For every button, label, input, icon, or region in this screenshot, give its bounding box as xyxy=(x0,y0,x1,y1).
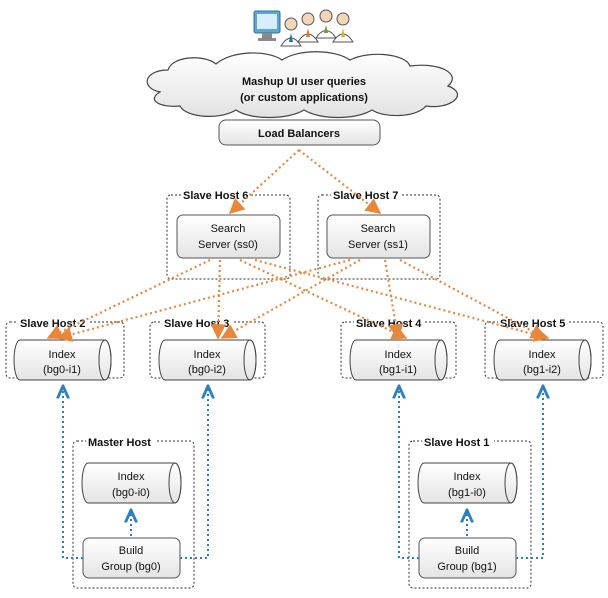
ss1-line1: Search xyxy=(361,223,396,235)
user-queries-cloud: Mashup UI user queries (or custom applic… xyxy=(146,51,458,119)
index-bg0-i0: Index (bg0-i0) xyxy=(81,462,182,504)
build-bg1-line2: Group (bg1) xyxy=(437,561,496,573)
index-bg1-i1-line2: (bg1-i1) xyxy=(379,364,417,376)
index-bg1-i0-line1: Index xyxy=(454,471,481,483)
ss0-to-bg0-i2-arrow xyxy=(210,259,227,340)
index-bg0-i2-line2: (bg0-i2) xyxy=(188,364,226,376)
index-bg1-i2-line2: (bg1-i2) xyxy=(523,364,561,376)
slave-host-3-title: Slave Host 3 xyxy=(164,318,229,330)
index-bg1-i1-line1: Index xyxy=(385,349,412,361)
build-bg0-line2: Group (bg0) xyxy=(101,561,160,573)
cloud-line2: (or custom applications) xyxy=(240,92,368,104)
build-bg1-line1: Build xyxy=(455,545,479,557)
ss1-to-bg0-i2-arrow xyxy=(220,259,361,339)
slave-host-6-title: Slave Host 6 xyxy=(183,190,248,202)
slave-host-7-title: Slave Host 7 xyxy=(333,190,398,202)
index-bg1-i0-line2: (bg1-i0) xyxy=(448,487,486,499)
slave-host-1-title: Slave Host 1 xyxy=(424,437,489,449)
index-bg1-i1: Index (bg1-i1) xyxy=(349,339,448,381)
load-balancers-label: Load Balancers xyxy=(258,128,340,140)
query-arrows xyxy=(46,149,550,342)
index-bg1-i2-line1: Index xyxy=(529,349,556,361)
build-group-bg1: Build Group (bg1) xyxy=(418,537,517,579)
index-bg1-i0: Index (bg1-i0) xyxy=(417,462,518,504)
lb-to-ss0-arrow xyxy=(228,149,300,215)
build-group-bg0: Build Group (bg0) xyxy=(82,537,181,579)
load-balancers-box: Load Balancers xyxy=(218,119,381,146)
lb-to-ss1-arrow xyxy=(298,149,382,214)
bg1-to-bg1-i1-arrow xyxy=(399,386,419,559)
ss1-line2: Server (ss1) xyxy=(348,239,408,251)
index-bg0-i1-line1: Index xyxy=(49,349,76,361)
bg0-to-bg0-i2-arrow xyxy=(180,386,208,559)
index-bg0-i1: Index (bg0-i1) xyxy=(13,339,112,381)
ss0-line2: Server (ss0) xyxy=(198,239,258,251)
search-server-ss0: Search Server (ss0) xyxy=(176,214,281,259)
search-server-ss1: Search Server (ss1) xyxy=(326,214,431,259)
bg0-to-bg0-i1-arrow xyxy=(63,386,83,559)
index-bg0-i0-line2: (bg0-i0) xyxy=(112,487,150,499)
users-at-computer-icon xyxy=(253,9,354,47)
index-bg0-i1-line2: (bg0-i1) xyxy=(43,364,81,376)
ss0-to-bg1-i1-arrow xyxy=(239,259,408,340)
index-bg0-i2-line1: Index xyxy=(194,349,221,361)
index-bg0-i0-line1: Index xyxy=(118,471,145,483)
master-host-title: Master Host xyxy=(88,437,151,449)
ss0-to-bg1-i2-arrow xyxy=(254,258,550,342)
index-bg0-i2: Index (bg0-i2) xyxy=(158,339,257,381)
ss1-to-bg1-i1-arrow xyxy=(383,259,404,340)
replication-arrows xyxy=(63,386,543,559)
cloud-line1: Mashup UI user queries xyxy=(242,76,366,88)
ss0-line1: Search xyxy=(211,223,246,235)
slave-host-2-title: Slave Host 2 xyxy=(20,318,85,330)
ss1-to-bg0-i1-arrow xyxy=(56,258,351,342)
build-bg0-line1: Build xyxy=(119,545,143,557)
index-bg1-i2: Index (bg1-i2) xyxy=(493,339,592,381)
bg1-to-bg1-i2-arrow xyxy=(516,386,543,559)
slave-host-4-title: Slave Host 4 xyxy=(356,318,422,330)
